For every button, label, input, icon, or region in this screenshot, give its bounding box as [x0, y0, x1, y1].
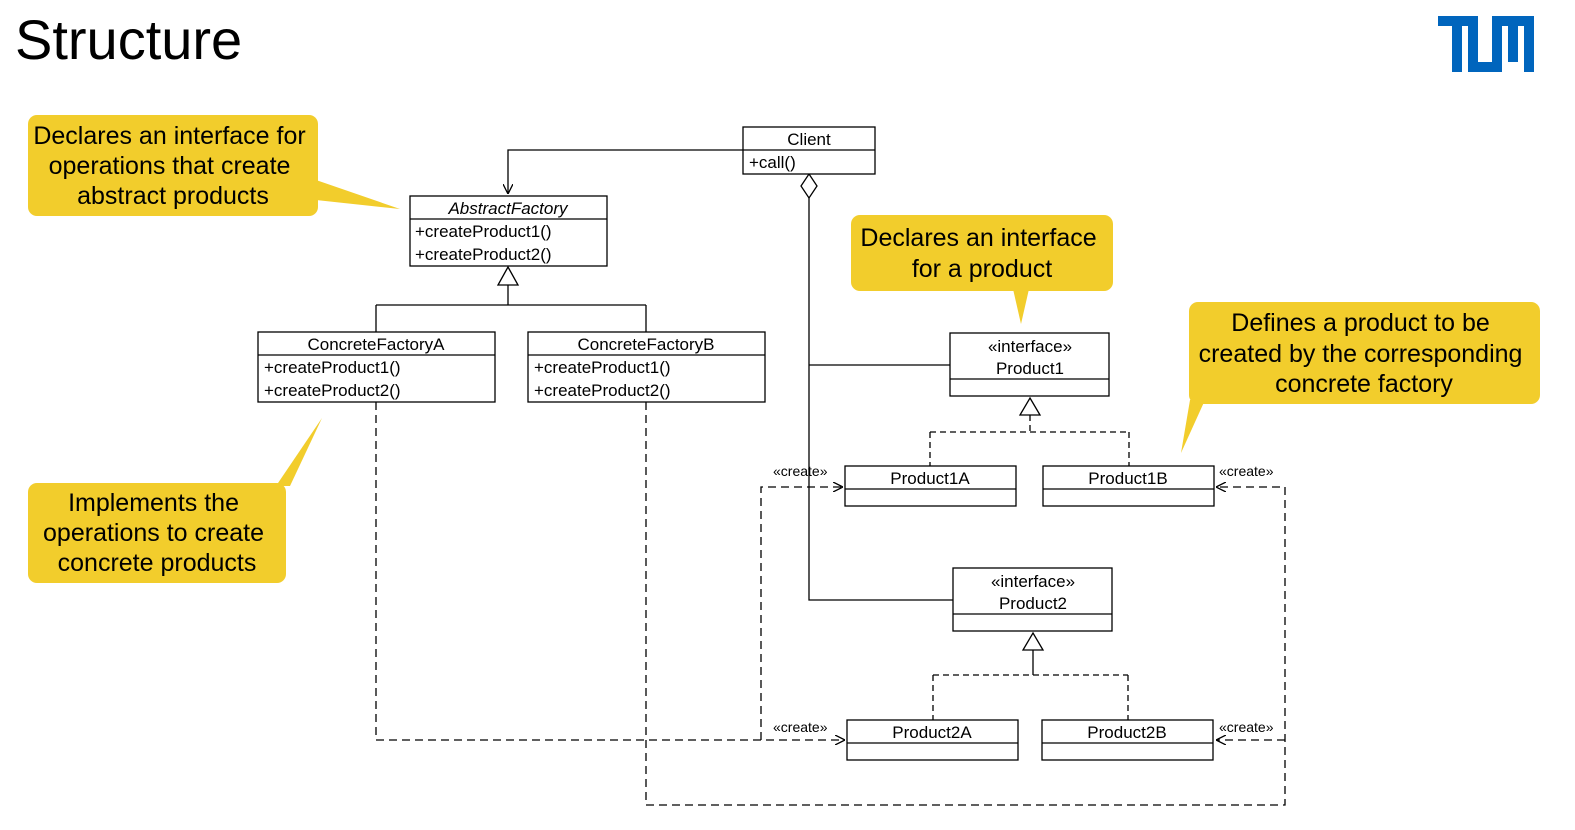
class-client: Client +call() — [742, 126, 876, 175]
callout-line: operations to create — [43, 519, 264, 547]
callout-line: Declares an interface — [860, 224, 1096, 252]
callout-line: abstract products — [77, 182, 269, 210]
callout-line: operations that create — [49, 152, 291, 180]
callout-line: for a product — [912, 255, 1052, 283]
stereotype: «interface» — [991, 572, 1075, 591]
association-client-abstractfactory — [508, 149, 743, 194]
method: +call() — [749, 153, 796, 172]
create-dependency — [760, 487, 843, 740]
callout-line: Defines a product to be — [1231, 309, 1490, 337]
create-label: «create» — [773, 463, 828, 479]
callout-line: concrete products — [58, 549, 257, 577]
class-name: ConcreteFactoryA — [308, 335, 446, 354]
class-concrete-factory-a: ConcreteFactoryA +createProduct1() +crea… — [257, 331, 496, 403]
create-dependency — [645, 402, 1286, 806]
callout-line: concrete factory — [1275, 370, 1453, 398]
create-label: «create» — [773, 719, 828, 735]
class-name: Product2A — [892, 723, 972, 742]
callout-line: Implements the — [68, 489, 239, 517]
method: +createProduct2() — [415, 245, 552, 264]
class-name: AbstractFactory — [447, 199, 569, 218]
class-name: ConcreteFactoryB — [578, 335, 715, 354]
method: +createProduct2() — [534, 381, 671, 400]
tum-logo — [1438, 16, 1534, 72]
association-client-products — [808, 198, 953, 601]
realization-arrow — [1021, 631, 1045, 651]
realization-arrow — [1018, 396, 1042, 416]
class-concrete-factory-b: ConcreteFactoryB +createProduct1() +crea… — [527, 331, 766, 403]
callout-product-interface: Declares an interface for a product — [851, 215, 1113, 324]
callout-abstract-factory: Declares an interface for operations tha… — [28, 115, 400, 216]
class-abstract-factory: AbstractFactory +createProduct1() +creat… — [409, 195, 608, 267]
class-product2a: Product2A — [846, 719, 1019, 761]
class-name: Client — [787, 130, 831, 149]
svg-text:Implements the operation: Implements the operations to create conc… — [43, 489, 271, 577]
interface-product1: «interface» Product1 — [949, 332, 1110, 397]
callout-concrete-product: Defines a product to be created by the c… — [1181, 302, 1540, 453]
class-product2b: Product2B — [1041, 719, 1214, 761]
stereotype: «interface» — [988, 337, 1072, 356]
method: +createProduct1() — [534, 358, 671, 377]
interface-product2: «interface» Product2 — [952, 567, 1113, 632]
page-title: Structure — [15, 8, 243, 71]
generalization-arrow — [496, 265, 520, 286]
aggregation-diamond — [800, 172, 818, 200]
svg-text:Defines a product to be: Defines a product to be created by the c… — [1199, 309, 1530, 398]
method: +createProduct1() — [264, 358, 401, 377]
class-name: Product2B — [1087, 723, 1166, 742]
class-name: Product1B — [1088, 469, 1167, 488]
svg-text:Declares an interface fo: Declares an interface for a product — [860, 224, 1103, 283]
callout-line: Declares an interface for — [33, 122, 305, 150]
class-name: Product1A — [890, 469, 970, 488]
class-product1a: Product1A — [844, 465, 1017, 507]
create-dependency — [375, 402, 845, 740]
class-name: Product1 — [996, 359, 1064, 378]
class-product1b: Product1B — [1042, 465, 1215, 507]
create-label: «create» — [1219, 719, 1274, 735]
svg-text:Declares an interface for: Declares an interface for operations tha… — [33, 122, 312, 210]
callout-concrete-factory: Implements the operations to create conc… — [28, 418, 322, 583]
callout-line: created by the corresponding — [1199, 340, 1523, 368]
method: +createProduct1() — [415, 222, 552, 241]
method: +createProduct2() — [264, 381, 401, 400]
create-label: «create» — [1219, 463, 1274, 479]
class-name: Product2 — [999, 594, 1067, 613]
